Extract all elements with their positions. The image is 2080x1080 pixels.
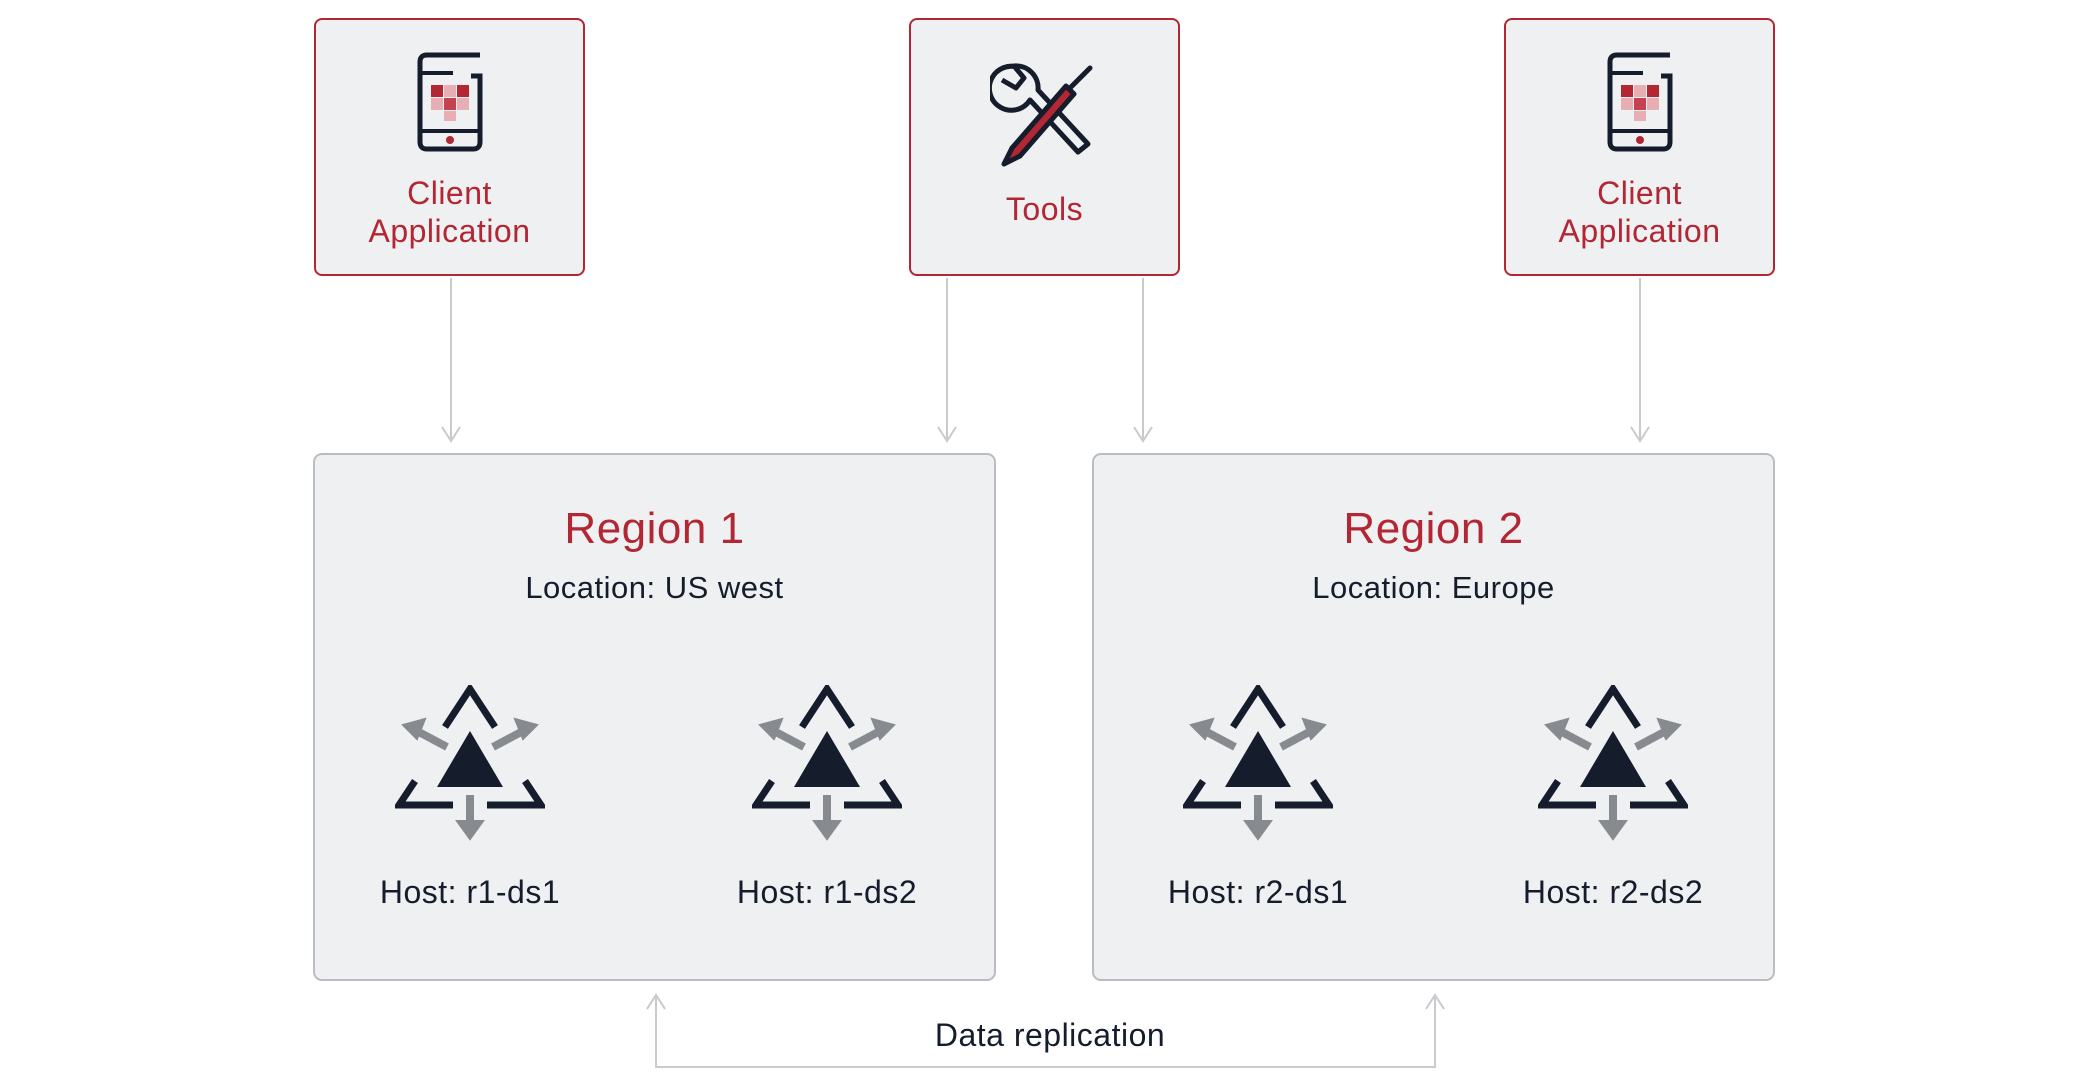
region-title-1: Region 1 bbox=[564, 504, 745, 553]
host-label-r2-ds2: Host: r2-ds2 bbox=[1522, 874, 1704, 910]
client-application-label-2: Client Application bbox=[1558, 175, 1721, 249]
directory-server-icon bbox=[1538, 685, 1688, 841]
region-box-1: Region 1 Location: US west Host: r1-ds1 … bbox=[313, 453, 996, 981]
host-label-r1-ds1: Host: r1-ds1 bbox=[379, 874, 561, 910]
host-r1-ds2 bbox=[697, 685, 957, 845]
tools-icon bbox=[989, 63, 1092, 167]
host-r2-ds2 bbox=[1483, 685, 1743, 845]
host-label-r1-ds2: Host: r1-ds2 bbox=[736, 874, 918, 910]
tools-to-region2-arrow bbox=[1133, 278, 1153, 443]
host-label-r2-ds1: Host: r2-ds1 bbox=[1167, 874, 1349, 910]
client-application-label-1: Client Application bbox=[368, 175, 531, 249]
data-replication-label: Data replication bbox=[934, 1017, 1166, 1053]
tools-box: Tools bbox=[909, 18, 1180, 276]
region-title-2: Region 2 bbox=[1343, 504, 1524, 553]
mobile-app-icon bbox=[417, 52, 482, 152]
tools-to-region1-arrow bbox=[937, 278, 957, 443]
region-location-1: Location: US west bbox=[525, 570, 784, 605]
mobile-app-icon bbox=[1607, 52, 1672, 152]
client2-to-region2-arrow bbox=[1630, 278, 1650, 443]
directory-server-icon bbox=[395, 685, 545, 841]
directory-server-icon bbox=[1183, 685, 1333, 841]
client-application-box-1: Client Application bbox=[314, 18, 585, 276]
host-r1-ds1 bbox=[340, 685, 600, 845]
tools-label: Tools bbox=[1005, 191, 1084, 227]
region-box-2: Region 2 Location: Europe Host: r2-ds1 H… bbox=[1092, 453, 1775, 981]
host-r2-ds1 bbox=[1128, 685, 1388, 845]
client-application-box-2: Client Application bbox=[1504, 18, 1775, 276]
client1-to-region1-arrow bbox=[441, 278, 461, 443]
data-replication-connector bbox=[646, 993, 1445, 1068]
directory-server-icon bbox=[752, 685, 902, 841]
region-location-2: Location: Europe bbox=[1312, 570, 1555, 605]
